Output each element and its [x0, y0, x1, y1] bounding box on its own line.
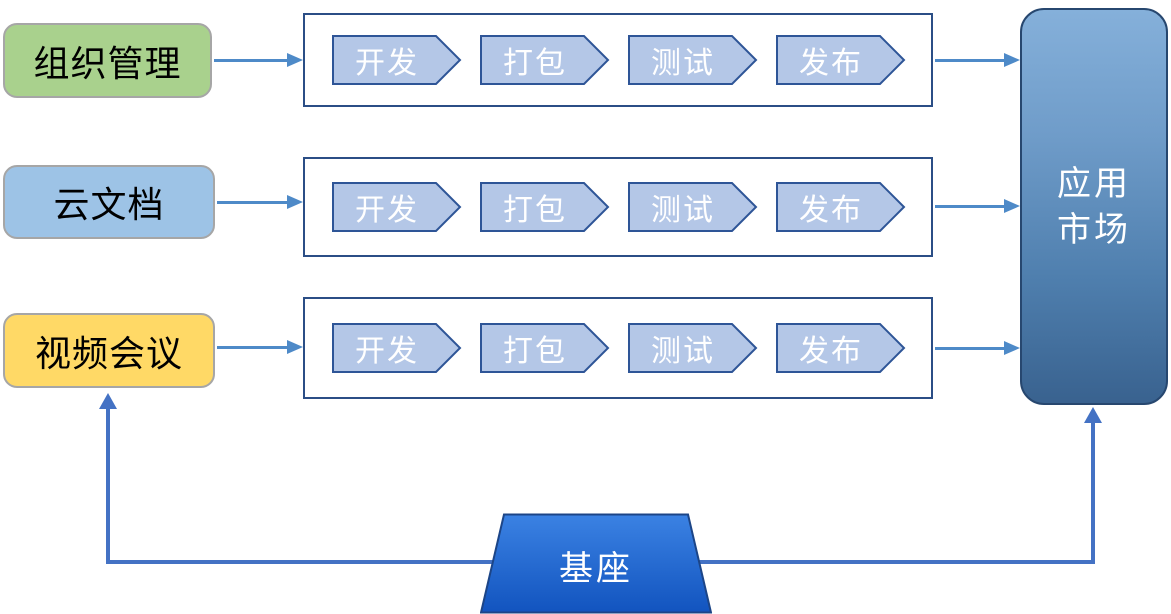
arrow-pipeline2-to-market	[935, 199, 1020, 213]
chevron-shape	[480, 35, 610, 85]
pipeline1-step-package: 打包	[480, 35, 610, 85]
chevron-shape	[776, 35, 906, 85]
step-label: 发布	[799, 194, 863, 227]
pipeline1-step-test: 测试	[628, 35, 758, 85]
app-market-label-line1: 应用	[1057, 164, 1131, 203]
pipeline-row-2: 开发 打包 测试 发布	[303, 157, 933, 257]
step-label: 打包	[503, 335, 567, 368]
arrow-org-to-pipeline1	[214, 53, 303, 67]
source-box-video-meeting: 视频会议	[3, 313, 215, 388]
pipeline3-step-release: 发布	[776, 323, 906, 373]
chevron-shape	[628, 323, 758, 373]
step-label: 发布	[799, 335, 863, 368]
arrow-pipeline1-to-market	[935, 53, 1020, 67]
step-label: 测试	[651, 47, 715, 80]
chevron-shape	[480, 182, 610, 232]
step-label: 发布	[799, 47, 863, 80]
pipeline3-step-test: 测试	[628, 323, 758, 373]
pipeline-row-3: 开发 打包 测试 发布	[303, 297, 933, 399]
chevron-shape	[480, 323, 610, 373]
chevron-shape	[332, 182, 462, 232]
pipeline-row-1: 开发 打包 测试 发布	[303, 13, 933, 107]
pipeline1-step-release: 发布	[776, 35, 906, 85]
step-label: 打包	[503, 47, 567, 80]
arrow-docs-to-pipeline2	[217, 195, 303, 209]
pipeline3-step-package: 打包	[480, 323, 610, 373]
pipeline3-step-develop: 开发	[332, 323, 462, 373]
source-box-cloud-docs: 云文档	[3, 165, 215, 239]
source-label: 组织管理	[33, 42, 182, 84]
chevron-shape	[776, 182, 906, 232]
step-label: 测试	[651, 194, 715, 227]
arrow-meeting-to-pipeline3	[217, 340, 303, 354]
app-market-box: 应用 市场	[1020, 8, 1168, 405]
source-label: 云文档	[53, 184, 165, 225]
pipeline1-step-develop: 开发	[332, 35, 462, 85]
step-label: 开发	[355, 335, 419, 368]
chevron-shape	[332, 323, 462, 373]
step-label: 测试	[651, 335, 715, 368]
arrow-pipeline3-to-market	[935, 341, 1020, 355]
pipeline2-step-develop: 开发	[332, 182, 462, 232]
base-trapezoid	[480, 513, 712, 614]
arrow-base-to-market	[1084, 407, 1102, 562]
pipeline2-step-release: 发布	[776, 182, 906, 232]
step-label: 打包	[503, 194, 567, 227]
step-label: 开发	[355, 47, 419, 80]
chevron-shape	[628, 35, 758, 85]
chevron-shape	[332, 35, 462, 85]
pipeline2-step-test: 测试	[628, 182, 758, 232]
app-market-label-line2: 市场	[1057, 210, 1131, 249]
source-box-org-management: 组织管理	[3, 23, 212, 98]
source-label: 视频会议	[34, 332, 183, 374]
arrow-base-to-video-meeting	[99, 393, 117, 562]
chevron-shape	[776, 323, 906, 373]
pipeline2-step-package: 打包	[480, 182, 610, 232]
chevron-shape	[628, 182, 758, 232]
step-label: 开发	[355, 194, 419, 227]
base-label: 基座	[559, 550, 633, 588]
